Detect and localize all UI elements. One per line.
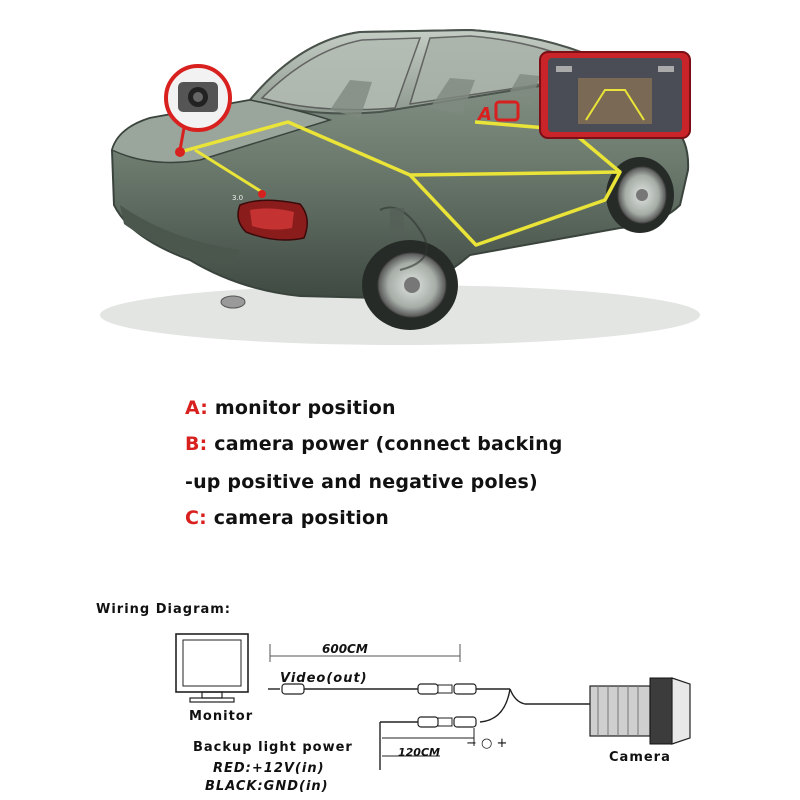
car-illustration: 3.0 A	[0, 0, 800, 380]
legend-key-b: B:	[185, 433, 208, 455]
marker-a	[494, 100, 520, 122]
wiring-svg	[175, 633, 691, 770]
callout-a-label: A	[476, 104, 492, 125]
length-main: 600CM	[322, 642, 368, 656]
polarity-symbols: − ○ +	[466, 736, 508, 751]
rear-window	[260, 37, 422, 111]
camera-label: Camera	[609, 750, 671, 765]
monitor-label: Monitor	[189, 709, 254, 724]
monitor-icon	[175, 633, 249, 703]
power-plug-2	[417, 716, 439, 728]
legend-key-c: C:	[185, 507, 207, 529]
rear-wheel	[362, 240, 458, 330]
marker-c	[175, 147, 185, 157]
wiring-title: Wiring Diagram:	[96, 602, 232, 617]
power-label: Backup light power	[193, 740, 353, 755]
red-label: RED:+12V(in)	[213, 761, 325, 776]
legend-key-a: A:	[185, 397, 209, 419]
trunk	[111, 99, 333, 164]
marker-b	[258, 190, 266, 198]
legend-item-a: A: monitor position	[185, 397, 396, 419]
power-plug-1	[453, 716, 477, 728]
legend-text-b: camera power (connect backing	[207, 433, 563, 455]
length-power: 120CM	[398, 746, 440, 759]
legend-text-b-cont: -up positive and negative poles)	[185, 471, 538, 493]
car-illustration-svg: 3.0 A	[100, 28, 700, 345]
video-label: Video(out)	[280, 671, 368, 686]
legend-item-c: C: camera position	[185, 507, 389, 529]
legend-item-b-cont: -up positive and negative poles)	[185, 471, 538, 493]
camera-body-icon	[589, 677, 691, 745]
black-label: BLACK:GND(in)	[205, 779, 329, 794]
front-wheel	[606, 157, 674, 233]
rca-plug-video-1	[417, 683, 439, 695]
rca-plug-video-2	[453, 683, 477, 695]
exhaust	[220, 295, 246, 309]
legend-text-a: monitor position	[208, 397, 396, 419]
badge-text: 3.0	[232, 194, 243, 202]
legend-text-c: camera position	[206, 507, 389, 529]
monitor-callout	[539, 51, 691, 139]
legend-item-b: B: camera power (connect backing	[185, 433, 563, 455]
